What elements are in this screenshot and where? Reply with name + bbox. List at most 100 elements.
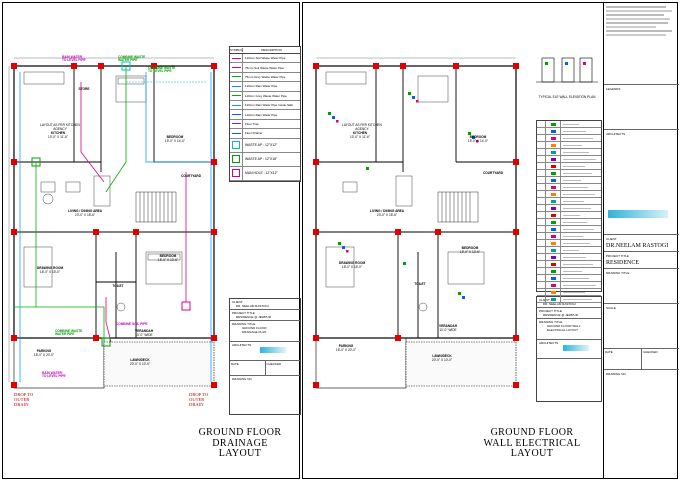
electrical-symbol-icon [550,241,556,245]
electrical-symbol-icon [550,136,556,140]
chamber-row: MAN HOLE : 12"X12" [230,166,300,181]
note-drop-right: DROP TO OUTER DRAIN [189,392,209,407]
note-combine-waste-left: COMBINE WASTE WATER PIPE [55,329,83,337]
tb-date-label: DATE [230,361,266,375]
chamber-row: WASTE AP : 12"X18" [230,152,300,167]
el-tb-client-label: CLIENT [539,298,550,302]
room-store: STORE [78,87,90,91]
electrical-symbol-icon [550,122,556,126]
el-architect-logo [563,345,589,351]
el-tb-project-label: PROJECT TITLE [539,309,562,313]
side-project-label: PROJECT TITLE [606,254,629,258]
electrical-legend-row [537,247,601,254]
note-combine-waste-top-2: COMBINE WASTE TO LEVEL PIPE [148,66,176,74]
legend-row: Floor Trap [230,119,300,130]
electrical-legend-row [537,142,601,149]
el-tb-drawing-label: DRAWING TITLE [539,320,563,324]
electrical-symbol-icon [550,199,556,203]
note-combine-soil: COMBINE SOIL PIPE [116,322,148,326]
legend-description: 110mm Rain Water Pipe [245,84,278,89]
electrical-legend-row [537,212,601,219]
electrical-legend-row [537,191,601,198]
side-drawing-no-label: DRAWING NO [606,372,626,376]
electrical-symbol-icon [550,269,556,273]
legend-row: 110mm Rain Water Pipe Inside Slab [230,100,300,111]
electrical-legend-row [537,268,601,275]
legend-description: 110mm Soil Waste Water Pipe [245,56,286,61]
tb-drawing-no-label: DRAWING NO [232,377,252,381]
legend-line-symbol [230,129,243,138]
electrical-legend-row [537,121,601,128]
electrical-symbol-icon [550,164,556,168]
legend-description: 110mm Rain Water Pipe [245,112,278,117]
side-legend-header: LEGENDS [604,85,679,130]
legend-row: 110mm Rain Water Pipe [230,110,300,120]
room-courtyard: COURTYARD [180,174,202,178]
electrical-symbol-icon [550,290,556,294]
electrical-symbol-icon [550,255,556,259]
chamber-label: WASTE AP : 12"X18" [245,157,278,162]
electrical-symbol-icon [550,178,556,182]
electrical-symbol-icon [550,248,556,252]
el-tb-project: RESIDENCE @ JEWPUR [543,313,578,317]
legend-description: Floor Trap [245,121,259,126]
electrical-legend-row [537,184,601,191]
tb-architects-label: ARCHITECTS [232,343,252,347]
electrical-legend-row [537,198,601,205]
electrical-symbol-icon [550,227,556,231]
legend-description: Floor Drainer [245,131,263,136]
chamber-symbol [230,166,243,180]
side-notes [604,2,679,85]
legend-line-symbol [230,54,243,63]
legend-description: 75mm Grey Waste Water Pipe [245,74,286,79]
legend-row: Floor Drainer [230,129,300,139]
drainage-floor-plan [8,57,217,389]
chamber-label: MAN HOLE : 12"X12" [245,171,278,176]
electrical-symbol-icon [550,185,556,189]
side-client-label: CLIENT [606,237,617,241]
electrical-legend-row [537,156,601,163]
electrical-symbol-icon [550,276,556,280]
side-drawing-label: DRAWING TITLE [604,269,679,304]
legend-line-symbol [230,119,243,129]
tb-client-label: CLIENT [232,300,243,304]
tb-checked-label: CHECKED [266,362,282,366]
electrical-symbol-icon [550,206,556,210]
electrical-sheet [302,2,678,479]
typical-wall-elevation-detail [536,57,598,83]
electrical-legend-row [537,240,601,247]
legend-row: 110mm Rain Water Pipe [230,82,300,92]
electrical-legend-row [537,170,601,177]
electrical-legend-row [537,254,601,261]
el-room-toilet: TOILET [414,282,426,286]
tb-drawing-label: DRAWING TITLE [232,322,256,326]
el-tb-architects-label: ARCHITECTS [539,341,559,345]
electrical-legend-row [537,149,601,156]
electrical-symbol-icon [550,143,556,147]
chamber-row: WASTE AP : 12"X12" [230,138,300,153]
electrical-symbol-icon [550,213,556,217]
electrical-legend-row [537,261,601,268]
tb-project-label: PROJECT TITLE [232,311,255,315]
chamber-symbol [230,152,243,166]
chamber-label: WASTE AP : 12"X12" [245,143,278,148]
note-rain-water-top: RAIN WATER TO LEVEL PIPE [62,55,86,63]
electrical-legend-row [537,275,601,282]
legend-description: 75mm Soil Waste Water Pipe [245,65,284,70]
architect-logo [260,347,286,353]
electrical-symbol-icon [550,150,556,154]
tb-project: RESIDENCE @ JEWPUR [236,315,271,319]
electrical-legend-row [537,205,601,212]
note-combine-waste-top: COMBINE WASTE WATER PIPE [118,55,146,63]
side-scale-label: SCALE [604,304,679,349]
drainage-sheet [2,2,300,479]
